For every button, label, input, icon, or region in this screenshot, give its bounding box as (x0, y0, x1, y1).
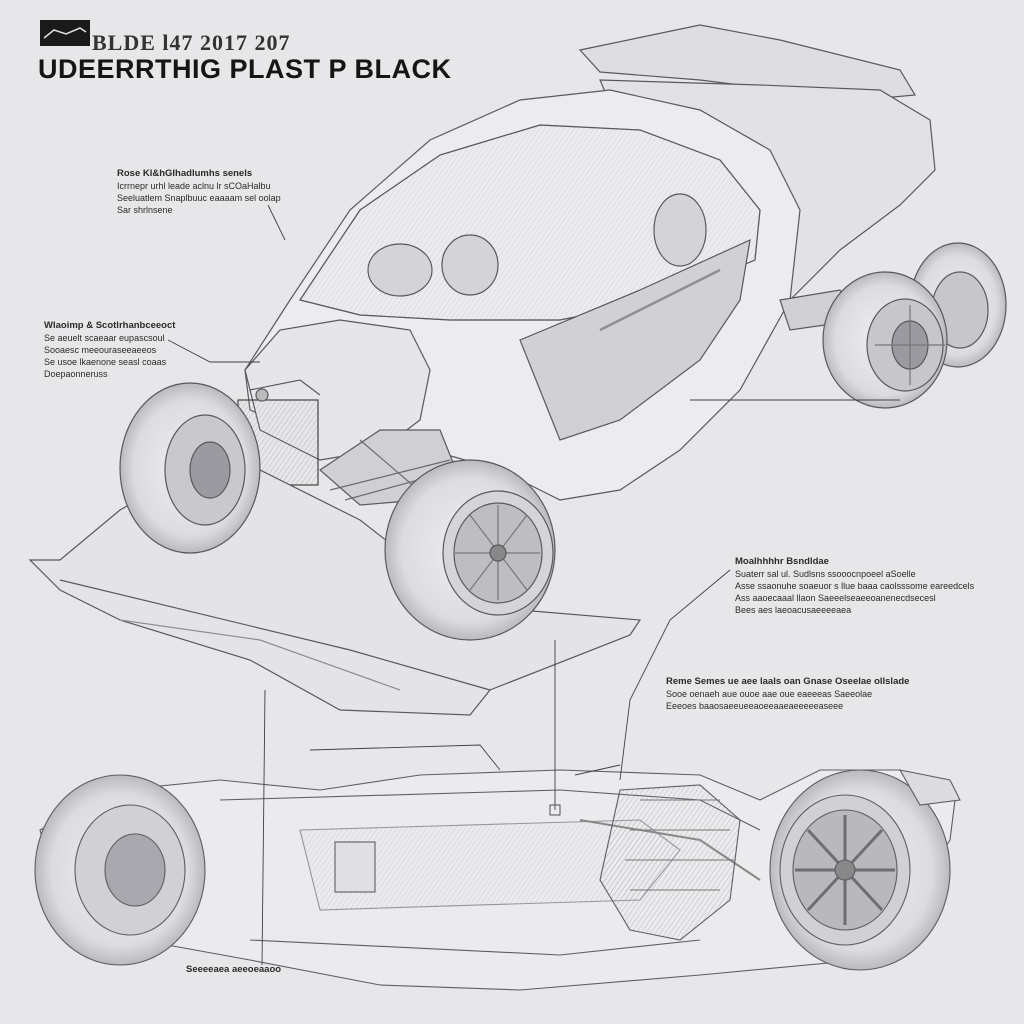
annotation-nose: Wlaoimp & Scotlrhanbceeoct Se aeuelt sca… (44, 320, 175, 380)
annotation-heading: Wlaoimp & Scotlrhanbceeoct (44, 320, 176, 331)
annotation-line: Ass aaoecaaal llaon Saeeelseaeeoanenecds… (735, 593, 936, 603)
annotation-canopy: Rose Kl&hGlhadlumhs senels Icrrnepr urhl… (117, 168, 281, 216)
annotation-line: Sooe oenaeh aue ouoe aae oue eaeeeas Sae… (666, 689, 873, 699)
annotation-line: Bees aes laeoacusaeeeeaea (735, 605, 852, 615)
annotation-heading: Moalhhhhr Bsndldae (735, 556, 829, 567)
annotation-line: Icrrnepr urhl leade aclnu lr sCOaHalbu (117, 181, 271, 191)
door-panel (519, 238, 751, 441)
callout-lines (167, 204, 900, 966)
annotation-line: Se usoe lkaenone seasl coaas (44, 357, 167, 367)
annotation-line: Se aeuelt scaeaar eupascsoul (44, 333, 165, 343)
engine-block (599, 784, 741, 941)
seat-left (367, 243, 433, 297)
annotation-wheel: Moalhhhhr Bsndldae Suaterr sal ul. Sudls… (735, 556, 974, 616)
annotation-line: Eeeoes baaosaeeueeaoeeaaeaeeeeeaseee (666, 701, 844, 711)
annotation-line: Asse ssaonuhe soaeuor s llue baaa caolss… (735, 581, 975, 591)
annotation-line: Sooaesc meeouraseeaeeos (44, 345, 157, 355)
annotation-line: Sar shrlnsene (117, 205, 173, 215)
front-splitter (28, 469, 642, 716)
annotation-bottom: Seeeeaea aeeoeaaoo (186, 964, 281, 976)
upper-vehicle (28, 24, 1007, 716)
header-subtitle: BLDE l47 2017 207 (92, 30, 291, 55)
rear-wing (578, 24, 917, 101)
seat-rear (653, 193, 707, 267)
annotation-line: Suaterr sal ul. Sudlsns ssooocnpoeel aSo… (735, 569, 916, 579)
lower-chassis-view (34, 769, 961, 991)
brand-logo-box (40, 20, 90, 46)
annotation-heading: Rose Kl&hGlhadlumhs senels (117, 168, 253, 179)
annotation-chassis: Reme Semes ue aee laals oan Gnase Oseela… (666, 676, 909, 712)
annotation-heading: Seeeeaea aeeoeaaoo (186, 964, 282, 975)
car-silhouette-icon (43, 27, 87, 39)
seat-right (441, 234, 499, 296)
annotation-line: Doepaonneruss (44, 369, 108, 379)
annotation-line: Seeluatlem Snaplbuuc eaaaam sel oolap (117, 193, 281, 203)
page-title: UDEERRTHIG PLAST P BLACK (38, 54, 452, 84)
annotation-heading: Reme Semes ue aee laals oan Gnase Oseela… (666, 676, 910, 687)
